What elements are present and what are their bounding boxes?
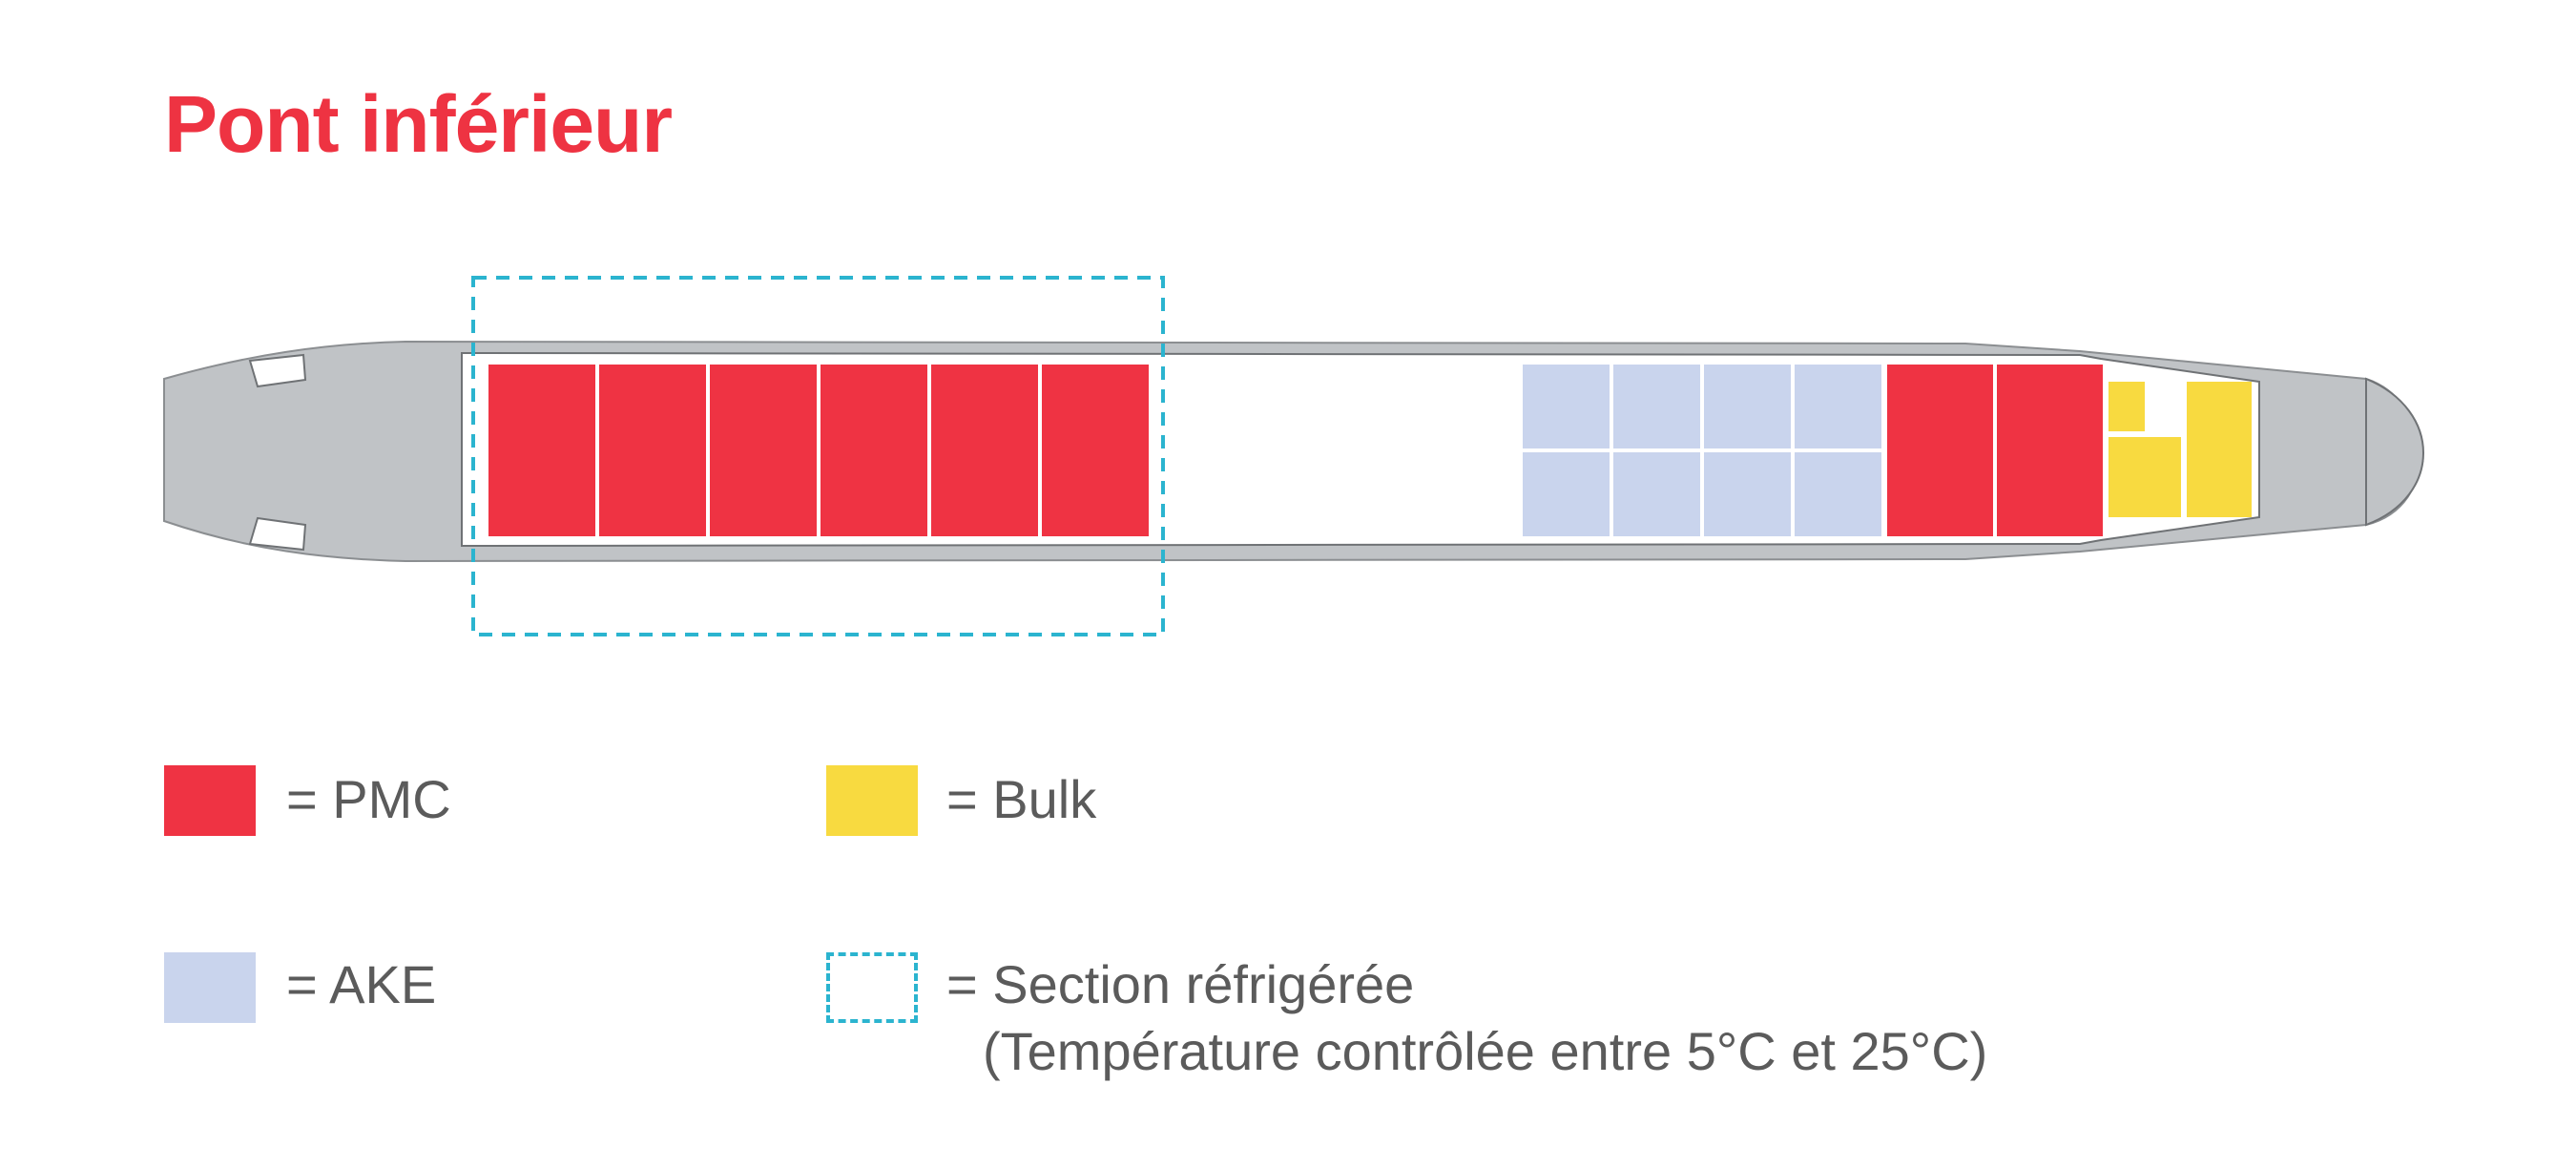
legend-label-pmc: = PMC [286, 769, 451, 829]
aft-pmc-group [1887, 365, 2103, 536]
ake-container [1613, 452, 1700, 536]
pmc-pallet [488, 365, 595, 536]
bulk-block [2187, 382, 2252, 517]
door-window-bottom [248, 516, 307, 552]
pmc-pallet [821, 365, 927, 536]
bulk-block [2109, 382, 2145, 431]
pmc-pallet [599, 365, 706, 536]
legend-label-ake: = AKE [286, 954, 437, 1014]
ake-container [1795, 365, 1881, 448]
ake-container [1523, 365, 1610, 448]
pmc-pallet [1887, 365, 1993, 536]
pmc-pallet [1997, 365, 2103, 536]
legend-sub-refrigerated: (Température contrôlée entre 5°C et 25°C… [983, 1021, 1988, 1081]
ake-container [1613, 365, 1700, 448]
nose-cone [2365, 377, 2424, 527]
legend-swatch-bulk [826, 765, 918, 836]
ake-container [1704, 452, 1791, 536]
pmc-pallet [1042, 365, 1149, 536]
legend-swatch-ake [164, 952, 256, 1023]
forward-pmc-group [488, 365, 1149, 536]
bulk-block [2109, 437, 2181, 517]
door-window-top [248, 353, 307, 388]
ake-container [1795, 452, 1881, 536]
bulk-group [2109, 382, 2252, 517]
pmc-pallet [931, 365, 1038, 536]
legend-swatch-pmc [164, 765, 256, 836]
pmc-pallet [710, 365, 817, 536]
refrigerated-section [471, 276, 1165, 636]
ake-group [1523, 365, 1881, 536]
legend-label-refrigerated: = Section réfrigérée [946, 954, 1415, 1014]
legend-swatch-refrigerated [826, 952, 918, 1023]
ake-container [1523, 452, 1610, 536]
ake-container [1704, 365, 1791, 448]
legend-label-bulk: = Bulk [946, 769, 1097, 829]
page-title: Pont inférieur [164, 79, 673, 169]
